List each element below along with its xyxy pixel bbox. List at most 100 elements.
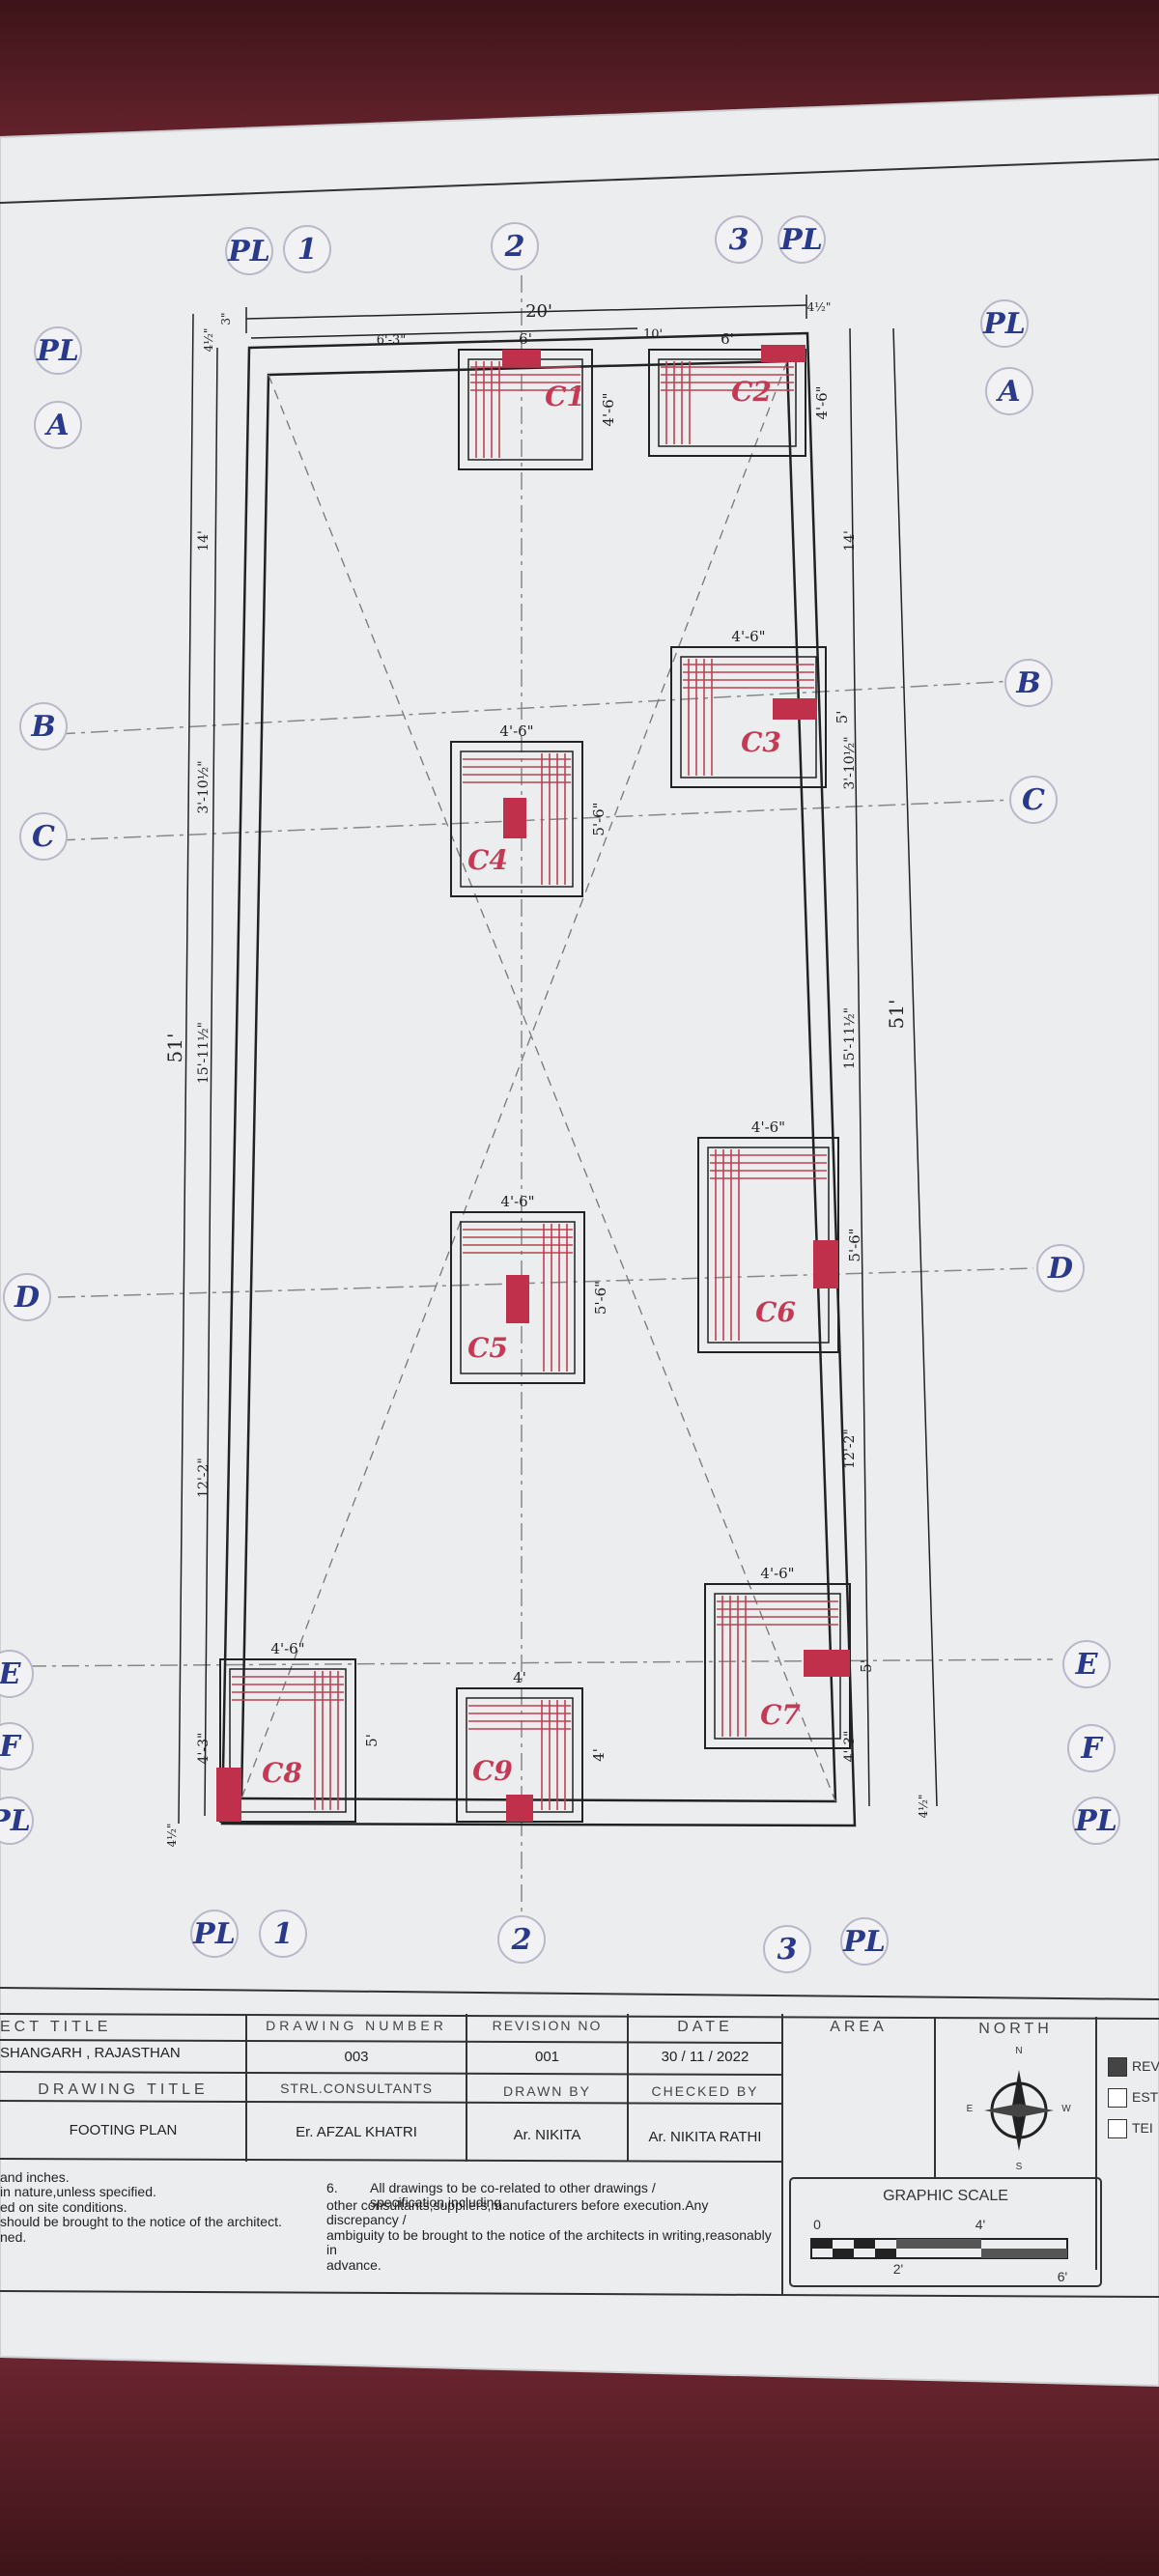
footing-width-dim: 6' (519, 330, 532, 348)
grid-bubble-circle (777, 215, 826, 264)
grid-bubble-bottom-0: PL (190, 1910, 239, 1958)
dim-left-seg-0: 14' (196, 530, 212, 552)
grid-bubble-circle (980, 299, 1029, 348)
grid-bubble-circle (1036, 1244, 1085, 1292)
column-c5 (506, 1275, 529, 1323)
dim-left-seg-1: 3'-10½" (196, 760, 212, 813)
grid-bubble-circle (0, 1797, 34, 1845)
footing-height-dim: 5' (363, 1734, 381, 1747)
footing-outer (648, 349, 806, 457)
grid-bubble-text: E (1075, 1648, 1099, 1682)
grid-bubble-circle (225, 227, 273, 275)
drawing-number-header: DRAWING NUMBER (266, 2018, 447, 2033)
note-6-number: 6. (326, 2180, 338, 2195)
grid-bubble-text: PL (0, 1804, 31, 1838)
dim-overall-width: 20' (525, 301, 552, 322)
footing-c2: C26'4'-6" (648, 330, 831, 457)
dim-right-seg-2: 15'-11½" (842, 1007, 858, 1069)
grid-bubble-circle (1062, 1640, 1111, 1688)
area-header: AREA (830, 2019, 888, 2035)
footing-width-dim: 4'-6" (760, 1565, 794, 1582)
note-6: All drawings to be co-related to other d… (326, 2180, 780, 2211)
note-line: ambiguity to be brought to the notice of… (326, 2226, 772, 2258)
footing-label-c2: C2 (731, 376, 772, 408)
footing-width-dim: 4' (513, 1669, 526, 1686)
legend-label-tei: TEI (1132, 2120, 1153, 2136)
strl-consultants-header: STRL.CONSULTANTS (280, 2081, 433, 2096)
column-c9 (506, 1795, 533, 1822)
dim-right-seg-4: 4'-3" (842, 1731, 858, 1763)
column-c1 (502, 350, 541, 367)
grid-bubble-text: PL (842, 1925, 886, 1959)
dim-left-seg-4: 4'-3" (196, 1733, 212, 1765)
scale-tick-4: 4' (975, 2217, 986, 2232)
footing-c7: C74'-6"5' (704, 1565, 875, 1749)
grid-bubble-text: 1 (273, 1917, 294, 1951)
grid-bubbles-layer: PL123PLPL123PLPLABCDEFPLPLABCDEFPL (0, 215, 1120, 1973)
dim-top-right-seg: 10' (643, 327, 663, 342)
grid-bubble-left-6: F (0, 1722, 34, 1770)
dimension-lines (178, 295, 938, 1825)
legend-label-rev: REV (1132, 2058, 1159, 2074)
note-line: in nature,unless specified. (0, 2184, 156, 2200)
footing-label-c3: C3 (741, 726, 781, 758)
footing-outer (450, 741, 583, 897)
dim-wall-offset-tl: 4½" (202, 328, 215, 353)
grid-bubble-circle (34, 326, 82, 375)
date-value: 30 / 11 / 2022 (661, 2049, 749, 2065)
column-c8 (216, 1768, 241, 1822)
scale-tick-6: 6' (1057, 2269, 1068, 2284)
title-block-lines (0, 2013, 1159, 2298)
footing-height-dim: 5'-6" (592, 1281, 609, 1315)
grid-bubble-text: PL (982, 307, 1026, 341)
footing-height-dim: 4' (590, 1748, 608, 1762)
north-compass-icon (984, 2070, 1054, 2151)
dim-left-seg-2: 15'-11½" (196, 1022, 212, 1084)
footing-inner (460, 750, 574, 888)
legend-checkbox-rev[interactable] (1108, 2057, 1127, 2077)
footing-label-c9: C9 (472, 1755, 513, 1787)
grid-bubble-circle (3, 1273, 51, 1321)
grid-bubble-left-3: C (19, 812, 68, 861)
grid-bubble-left-2: B (19, 702, 68, 750)
grid-bubble-circle (0, 1722, 34, 1770)
grid-bubble-text: C (32, 820, 55, 854)
checked-by-header: CHECKED BY (651, 2083, 759, 2099)
notes-left: and inches. in nature,unless specified. … (0, 2169, 319, 2245)
north-header: NORTH (978, 2021, 1053, 2037)
note-line: and inches. (0, 2169, 70, 2185)
grid-bubble-text: E (0, 1657, 22, 1691)
note-line: other consultants,suppliers,manufacturer… (326, 2197, 709, 2228)
background-bottom (0, 2357, 1159, 2576)
drawing-number-value: 003 (344, 2049, 369, 2065)
grid-bubble-text: PL (227, 235, 270, 269)
dim-top-left-seg: 6'-3" (377, 333, 407, 348)
footing-outer (450, 1211, 585, 1384)
footing-c1: C16'4'-6" (458, 330, 617, 470)
dim-overall-length-right: 51' (885, 1000, 908, 1030)
note-6-cont: other consultants,suppliers,manufacturer… (326, 2197, 780, 2273)
legend-checkbox-tei[interactable] (1108, 2119, 1127, 2138)
footing-width-dim: 4'-6" (731, 628, 765, 645)
grid-bubble-circle (985, 367, 1033, 415)
dim-overall-length-left: 51' (163, 1033, 186, 1063)
footing-c3: C3 4'-6" 5' (670, 628, 851, 788)
footing-c4: C44'-6"5'-6" (450, 722, 608, 897)
footing-height-dim: 5'-6" (846, 1228, 863, 1261)
footing-height-dim: 5' (834, 711, 851, 724)
grid-bubble-bottom-1: 1 (259, 1910, 307, 1958)
grid-bubble-circle (34, 401, 82, 449)
paper-sheet (0, 93, 1159, 2388)
dim-wall-offset-tr: 4½" (807, 300, 832, 314)
drawing-title-value: FOOTING PLAN (69, 2122, 178, 2138)
footing-height-dim: 5'-6" (590, 802, 608, 835)
grid-bubble-right-7: PL (1072, 1797, 1120, 1845)
grid-bubble-circle (19, 812, 68, 861)
drawn-by-header: DRAWN BY (503, 2083, 591, 2099)
footing-label-c4: C4 (467, 844, 508, 876)
scale-tick-2: 2' (892, 2261, 904, 2277)
grid-bubble-text: D (1047, 1252, 1073, 1286)
legend-checkbox-est[interactable] (1108, 2088, 1127, 2108)
grid-bubble-bottom-3: 3 (763, 1925, 811, 1973)
